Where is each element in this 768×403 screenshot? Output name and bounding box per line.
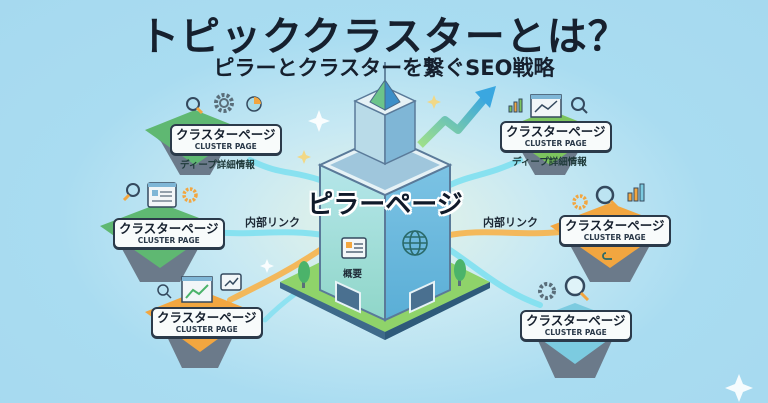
gear-icon bbox=[182, 187, 198, 203]
internal-link-label-left: 内部リンク bbox=[245, 216, 300, 229]
growth-arrow-icon bbox=[417, 95, 489, 148]
cluster-subtitle: CLUSTER PAGE bbox=[137, 236, 200, 245]
cluster-detail: ディープ詳細情報 bbox=[512, 157, 587, 168]
cluster-title: クラスターページ bbox=[506, 124, 606, 139]
magnifier-icon bbox=[157, 284, 172, 299]
internal-link-label-right: 内部リンク bbox=[483, 216, 538, 229]
pie-chart-icon bbox=[246, 96, 262, 112]
page-title: トピッククラスターとは？ bbox=[139, 14, 629, 60]
gear-icon bbox=[214, 93, 234, 113]
bar-chart-icon bbox=[508, 98, 523, 113]
link-streams bbox=[207, 157, 563, 323]
gear-icon bbox=[572, 194, 588, 210]
cluster-detail: ディープ詳細情報 bbox=[180, 160, 255, 171]
cluster-title: クラスターページ bbox=[526, 313, 626, 328]
gear-icon bbox=[538, 282, 556, 300]
pillar-page-label: ピラーページ bbox=[307, 190, 463, 220]
magnifier-icon bbox=[564, 275, 590, 302]
cluster-subtitle: CLUSTER PAGE bbox=[583, 233, 646, 242]
cluster-card-top-right: クラスターページ CLUSTER PAGE bbox=[500, 121, 612, 152]
pillar-building bbox=[317, 62, 453, 322]
cluster-title: クラスターページ bbox=[176, 127, 276, 142]
trend-bubble-icon bbox=[220, 273, 242, 291]
cluster-title: クラスターページ bbox=[119, 221, 219, 236]
document-icon bbox=[147, 182, 177, 208]
globe-icon bbox=[402, 230, 428, 256]
cluster-subtitle: CLUSTER PAGE bbox=[194, 142, 257, 151]
cluster-card-bottom-left: クラスターページ CLUSTER PAGE bbox=[151, 307, 263, 338]
cluster-subtitle: CLUSTER PAGE bbox=[524, 139, 587, 148]
magnifier-icon bbox=[122, 183, 140, 202]
cluster-title: クラスターページ bbox=[565, 218, 665, 233]
cluster-subtitle: CLUSTER PAGE bbox=[175, 325, 238, 334]
overview-label: 概要 bbox=[343, 269, 363, 280]
cluster-subtitle: CLUSTER PAGE bbox=[544, 328, 607, 337]
line-chart-icon bbox=[181, 276, 213, 303]
page-subtitle: ピラーとクラスターを繋ぐSEO戦略 bbox=[213, 56, 555, 80]
cluster-card-middle-right: クラスターページ CLUSTER PAGE bbox=[559, 215, 671, 246]
bar-chart-icon bbox=[627, 183, 645, 202]
magnifier-icon bbox=[595, 185, 619, 209]
cluster-title: クラスターページ bbox=[157, 310, 257, 325]
cluster-card-bottom-right: クラスターページ CLUSTER PAGE bbox=[520, 310, 632, 341]
magnifier-icon bbox=[186, 97, 204, 115]
cluster-card-middle-left: クラスターページ CLUSTER PAGE bbox=[113, 218, 225, 249]
cluster-card-top-left: クラスターページ CLUSTER PAGE bbox=[170, 124, 282, 155]
magnifier-icon bbox=[571, 97, 588, 114]
line-chart-icon bbox=[530, 94, 562, 118]
